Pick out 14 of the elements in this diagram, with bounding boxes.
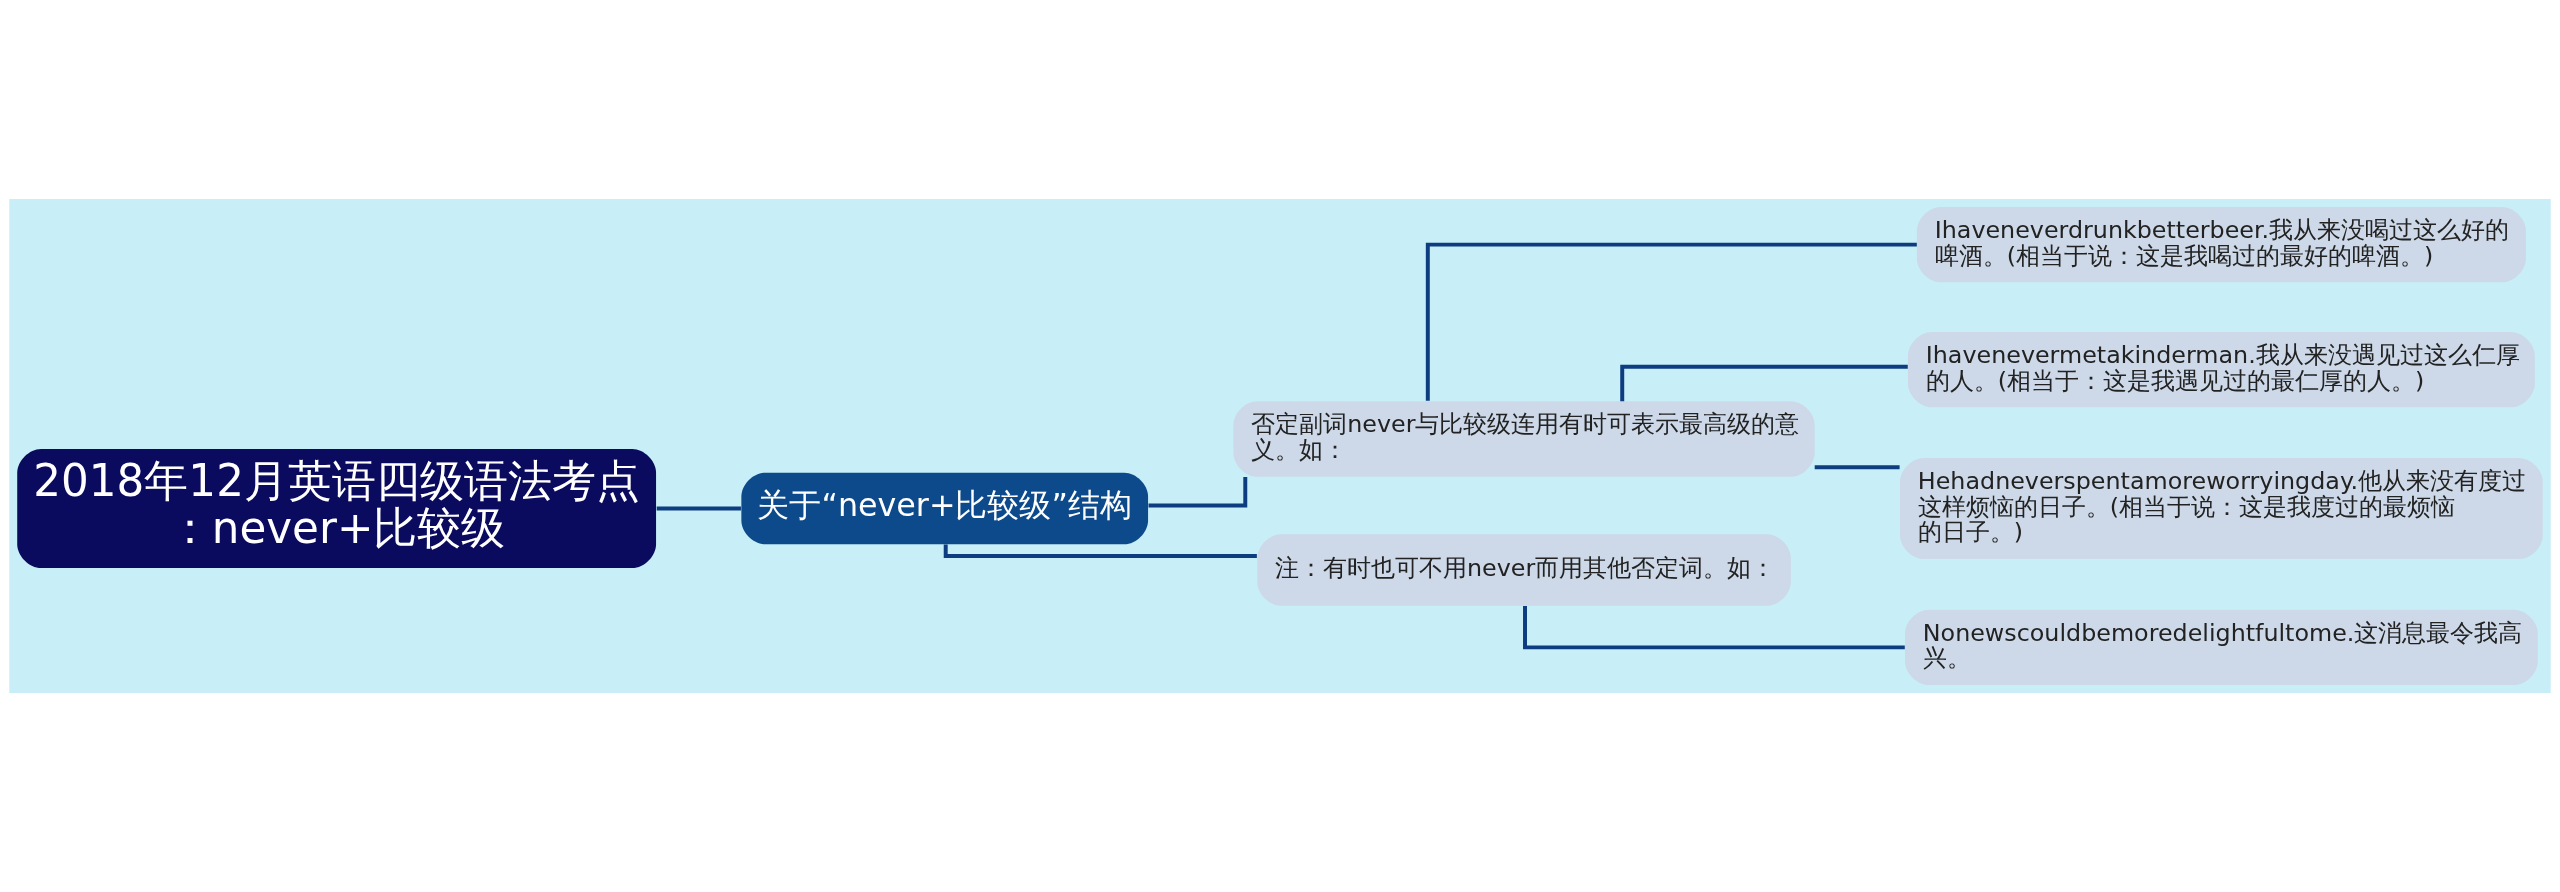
connector: [1148, 476, 1248, 508]
node-box: 否定副词never与比较级连用有时可表示最高级的意义。如：: [1233, 401, 1815, 477]
node-box: Ihavenevermetakinderman.我从来没遇见过这么仁厚的人。(相当于：这是我遇见过的最仁厚的人。): [1907, 331, 2535, 408]
node-box: Hehadneverspentamoreworryingday.他从来没有度过这样烦恼的日子。(相当于说：这是我度过的最烦恼的日子。): [1900, 457, 2543, 560]
node-box: 2018年12月英语四级语法考点：never+比较级: [17, 449, 657, 568]
node-box: 注：有时也可不用never而用其他否定词。如：: [1257, 534, 1791, 606]
node-box: Ihaveneverdrunkbetterbeer.我从来没喝过这么好的啤酒。(相当于说：这是我喝过的最好的啤酒。): [1916, 206, 2526, 283]
node-box: 关于“never+比较级”结构: [741, 472, 1149, 545]
connector: [656, 506, 741, 511]
connector: [1814, 465, 1900, 470]
connector: [1523, 605, 1905, 650]
connector: [943, 544, 1257, 559]
connector: [1425, 242, 1917, 401]
node-box: Nonewscouldbemoredelightfultome.这消息最令我高兴。: [1904, 609, 2538, 686]
